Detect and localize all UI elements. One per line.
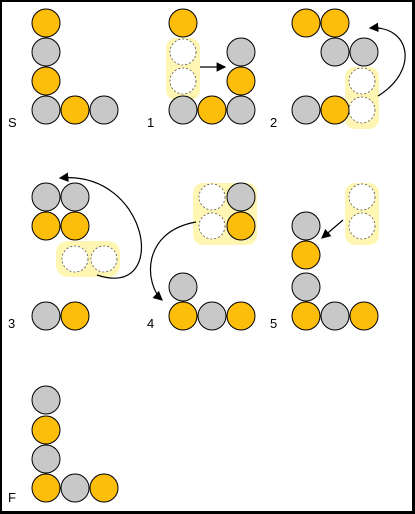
tile-gold: [60, 211, 90, 241]
tile-gold: [226, 211, 256, 241]
tile-grey: [197, 301, 227, 331]
tile-gold: [291, 240, 321, 270]
empty-slot: [198, 212, 226, 240]
tile-grey: [31, 301, 61, 331]
tile-grey: [60, 182, 90, 212]
tile-grey: [31, 385, 61, 415]
move-arrow: [149, 221, 197, 301]
tile-gold: [291, 8, 321, 38]
tile-grey: [89, 95, 119, 125]
tile-gold: [60, 95, 90, 125]
tile-gold: [89, 473, 119, 503]
step-label-f: F: [8, 490, 16, 505]
empty-slot: [61, 245, 89, 273]
move-arrow: [321, 219, 344, 239]
tile-gold: [320, 8, 350, 38]
tile-gold: [291, 301, 321, 331]
tile-grey: [291, 211, 321, 241]
tile-grey: [226, 37, 256, 67]
tile-grey: [60, 473, 90, 503]
tile-grey: [168, 272, 198, 302]
step-4-group: [149, 182, 257, 331]
step-1-group: [166, 8, 256, 125]
tile-gold: [31, 211, 61, 241]
step-s-group: [31, 8, 119, 125]
step-5-group: [291, 183, 379, 331]
tile-gold: [60, 301, 90, 331]
step-2-group: [291, 8, 406, 129]
step-label-2: 2: [270, 115, 277, 130]
tile-grey: [320, 37, 350, 67]
tile-gold: [168, 8, 198, 38]
tile-gold: [226, 301, 256, 331]
tile-grey: [320, 301, 350, 331]
step-label-3: 3: [8, 316, 15, 331]
step-label-s: S: [8, 115, 17, 130]
tile-grey: [31, 95, 61, 125]
tile-grey: [291, 95, 321, 125]
tile-gold: [31, 66, 61, 96]
tile-gold: [31, 473, 61, 503]
tile-grey: [226, 95, 256, 125]
tile-grey: [31, 182, 61, 212]
empty-slot: [169, 67, 197, 95]
tile-grey: [226, 182, 256, 212]
step-label-1: 1: [147, 115, 154, 130]
step-f-group: [31, 385, 119, 503]
empty-slot: [198, 183, 226, 211]
move-arrow: [58, 172, 142, 279]
tile-grey: [291, 272, 321, 302]
tile-gold: [320, 95, 350, 125]
empty-slot: [90, 245, 118, 273]
tile-gold: [226, 66, 256, 96]
tile-grey: [31, 444, 61, 474]
empty-slot: [348, 96, 376, 124]
empty-slot: [348, 212, 376, 240]
step-label-5: 5: [270, 316, 277, 331]
tile-gold: [31, 8, 61, 38]
step-3-group: [31, 172, 142, 331]
tile-gold: [31, 415, 61, 445]
empty-slot: [348, 67, 376, 95]
empty-slot: [169, 38, 197, 66]
step-label-4: 4: [147, 316, 154, 331]
tile-grey: [349, 37, 379, 67]
move-arrow: [368, 22, 406, 97]
tile-gold: [349, 301, 379, 331]
empty-slot: [348, 183, 376, 211]
tile-grey: [168, 95, 198, 125]
tile-grey: [31, 37, 61, 67]
tile-gold: [168, 301, 198, 331]
tile-gold: [197, 95, 227, 125]
